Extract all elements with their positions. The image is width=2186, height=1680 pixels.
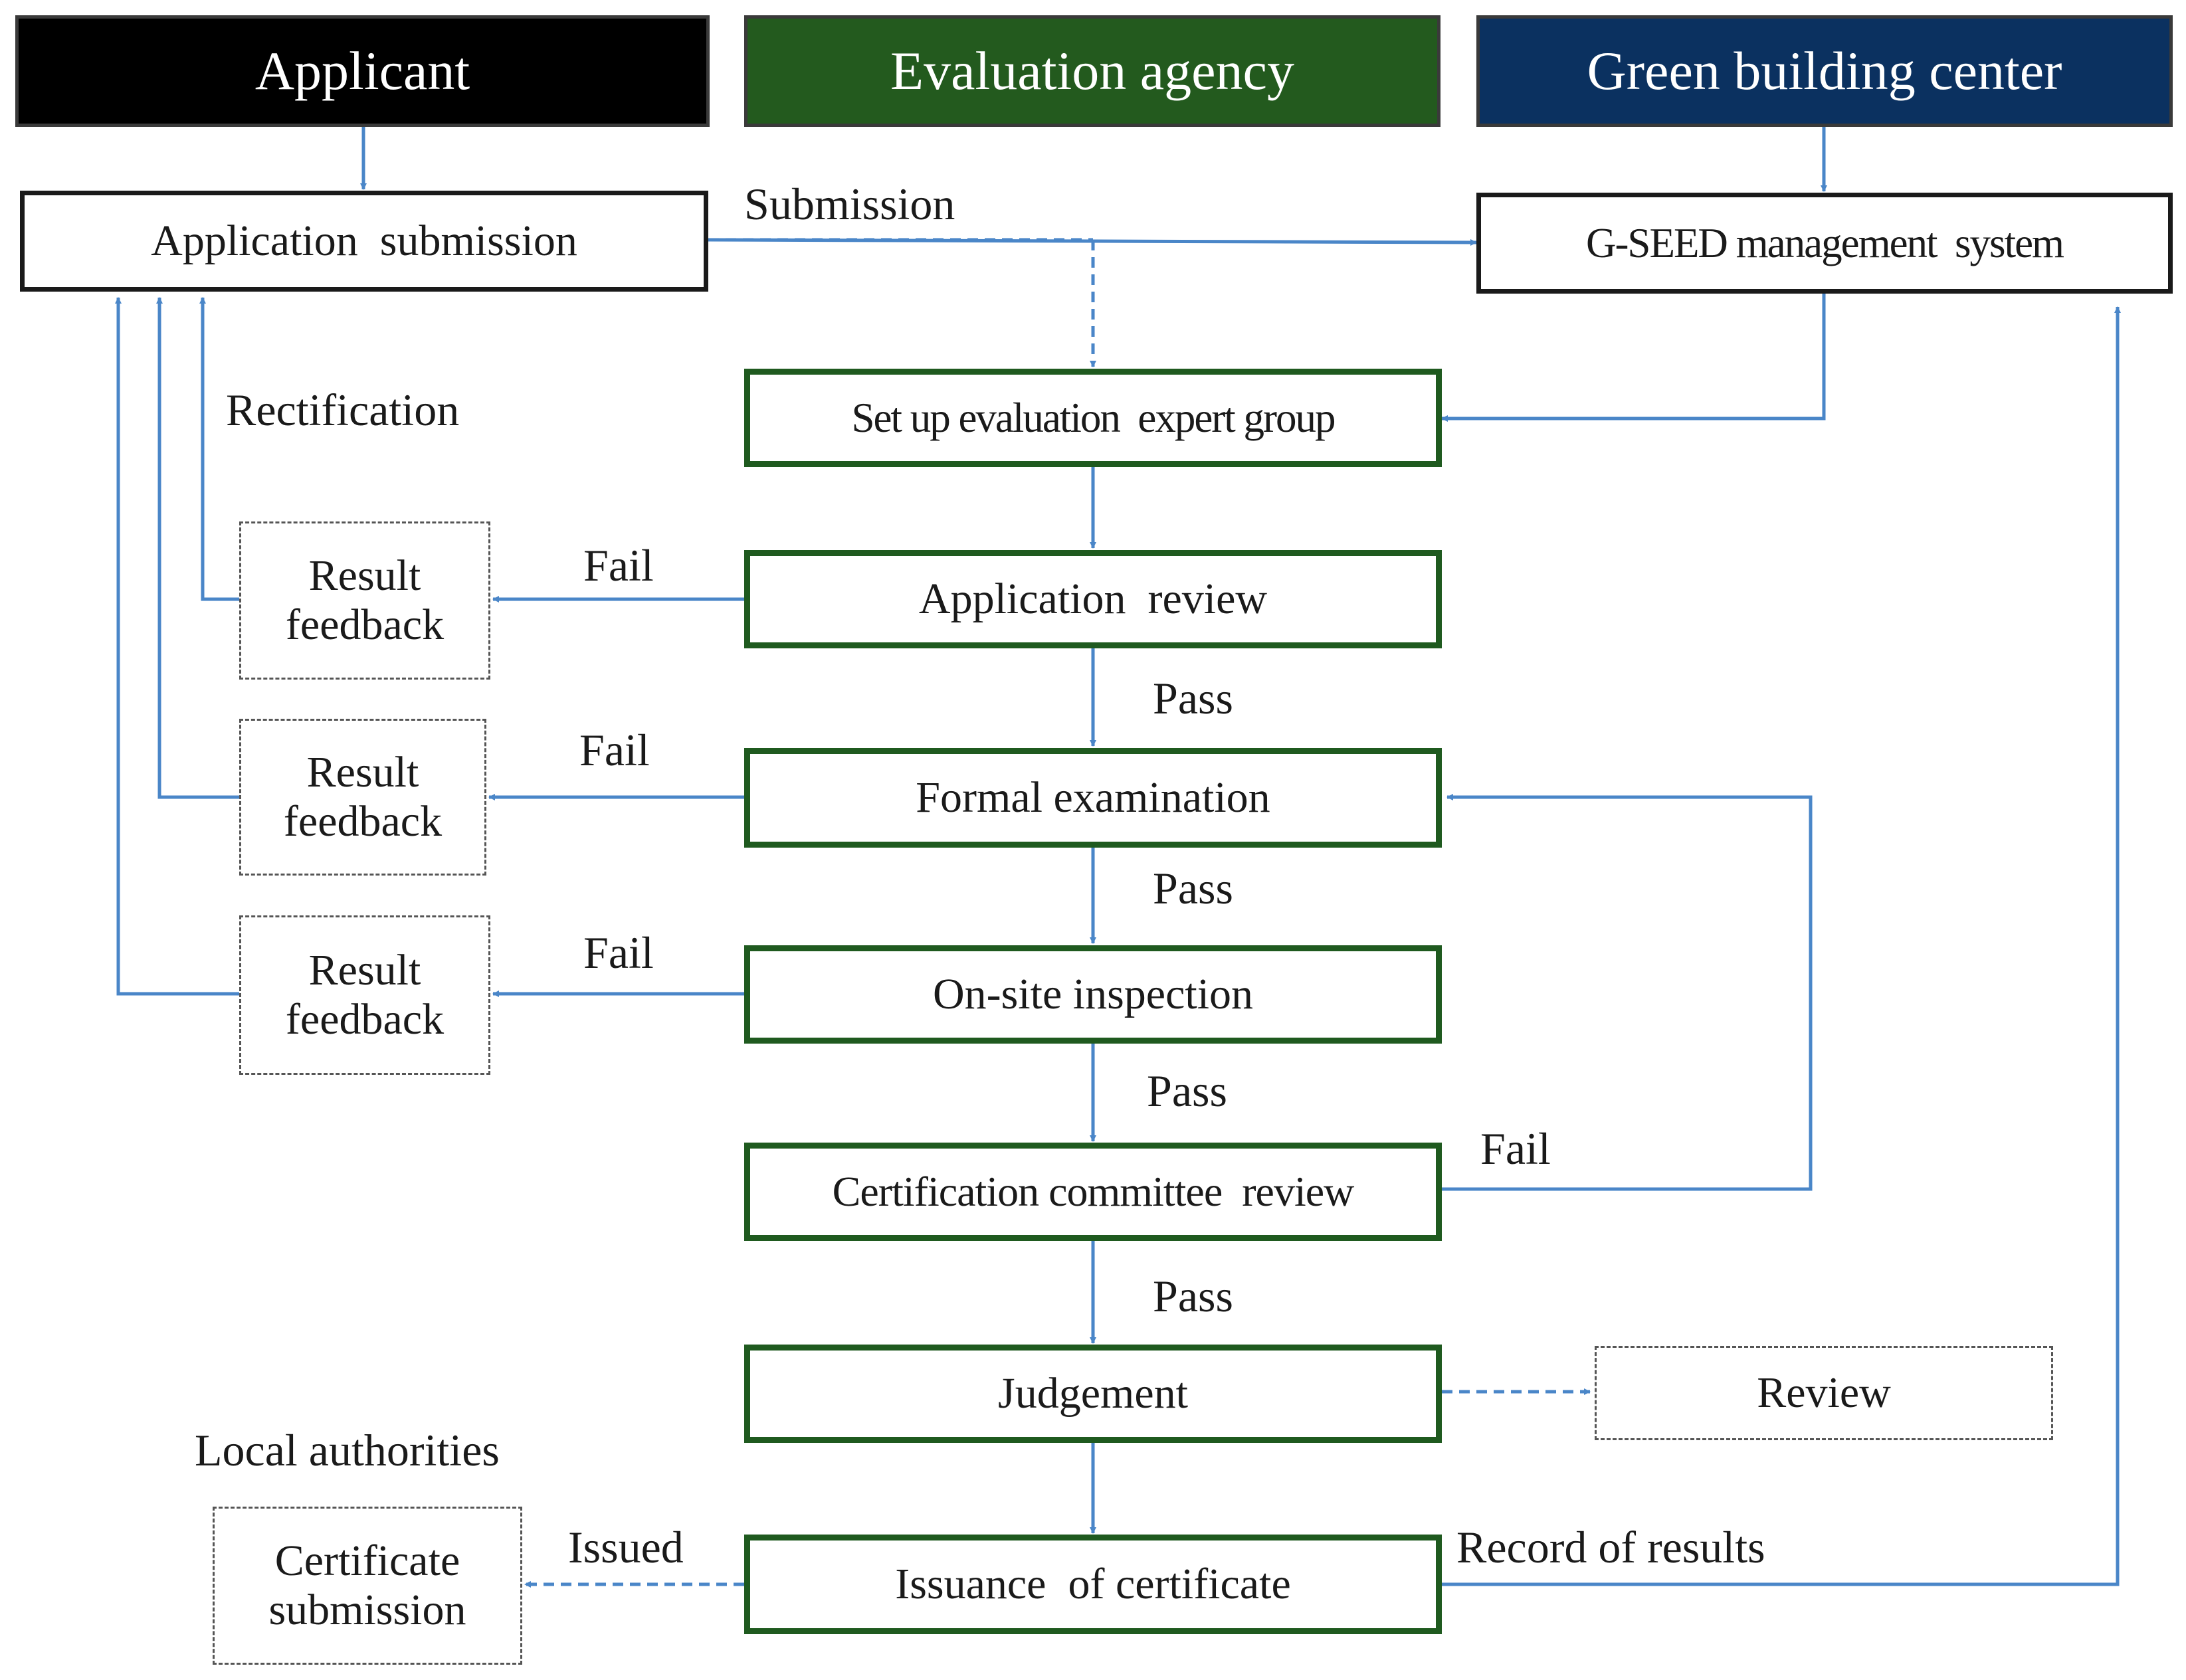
result-feedback-1-line1: Result bbox=[308, 551, 421, 601]
local-authorities-label: Local authorities bbox=[195, 1425, 500, 1475]
arrow-rectification-2 bbox=[156, 297, 239, 799]
formal-examination-label: Formal examination bbox=[916, 773, 1270, 822]
onsite-inspection-label: On-site inspection bbox=[932, 970, 1254, 1019]
record-of-results-label: Record of results bbox=[1456, 1522, 1765, 1572]
result-feedback-box-3: Result feedback bbox=[239, 915, 490, 1075]
lane-header-evaluation-agency: Evaluation agency bbox=[744, 15, 1441, 127]
fail-label-formal: Fail bbox=[579, 725, 650, 775]
review-label: Review bbox=[1757, 1368, 1891, 1418]
fail-label-committee: Fail bbox=[1480, 1123, 1551, 1174]
submission-label: Submission bbox=[744, 179, 955, 229]
certificate-submission-line2: submission bbox=[268, 1586, 466, 1634]
issuance-of-certificate-label: Issuance of certificate bbox=[895, 1560, 1291, 1609]
result-feedback-box-2: Result feedback bbox=[239, 719, 486, 876]
lane-header-applicant: Applicant bbox=[15, 15, 710, 127]
result-feedback-1-line2: feedback bbox=[285, 601, 445, 649]
issued-label: Issued bbox=[568, 1522, 684, 1572]
fail-label-review: Fail bbox=[583, 540, 654, 591]
certification-committee-review-label: Certification committee review bbox=[832, 1168, 1355, 1216]
setup-expert-group-label: Set up evaluation expert group bbox=[851, 394, 1336, 441]
result-feedback-2-line2: feedback bbox=[283, 797, 443, 846]
issuance-of-certificate-box: Issuance of certificate bbox=[744, 1535, 1442, 1634]
certification-committee-review-box: Certification committee review bbox=[744, 1143, 1442, 1241]
arrow-rectification-3 bbox=[115, 297, 239, 996]
rectification-label: Rectification bbox=[226, 385, 460, 435]
result-feedback-box-1: Result feedback bbox=[239, 521, 490, 680]
pass-label-3: Pass bbox=[1147, 1066, 1227, 1116]
pass-label-2: Pass bbox=[1153, 863, 1233, 913]
arrow-record-results bbox=[1442, 306, 2121, 1586]
result-feedback-2-line1: Result bbox=[306, 748, 419, 797]
arrow-rectification-1 bbox=[199, 297, 239, 601]
result-feedback-3-line2: feedback bbox=[285, 995, 445, 1044]
review-box: Review bbox=[1595, 1346, 2053, 1440]
fail-label-onsite: Fail bbox=[583, 927, 654, 978]
judgement-label: Judgement bbox=[998, 1369, 1188, 1418]
lane-header-green-building-center: Green building center bbox=[1476, 15, 2173, 127]
certificate-submission-box: Certificate submission bbox=[213, 1507, 522, 1665]
judgement-box: Judgement bbox=[744, 1345, 1442, 1443]
gseed-management-system-box: G-SEED management system bbox=[1476, 193, 2173, 294]
result-feedback-3-line1: Result bbox=[308, 946, 421, 995]
certificate-submission-line1: Certificate bbox=[274, 1537, 460, 1586]
pass-label-4: Pass bbox=[1153, 1271, 1233, 1321]
application-submission-label: Application submission bbox=[151, 217, 577, 266]
formal-examination-box: Formal examination bbox=[744, 748, 1442, 848]
arrow-gseed-to-setup bbox=[1441, 294, 1826, 422]
gseed-management-system-label: G-SEED management system bbox=[1585, 219, 2064, 266]
application-review-box: Application review bbox=[744, 550, 1442, 648]
application-review-label: Application review bbox=[918, 575, 1268, 624]
arrow-committee-fail bbox=[1442, 794, 1813, 1191]
onsite-inspection-box: On-site inspection bbox=[744, 945, 1442, 1044]
application-submission-box: Application submission bbox=[20, 191, 708, 292]
setup-expert-group-box: Set up evaluation expert group bbox=[744, 369, 1442, 467]
pass-label-1: Pass bbox=[1153, 673, 1233, 723]
